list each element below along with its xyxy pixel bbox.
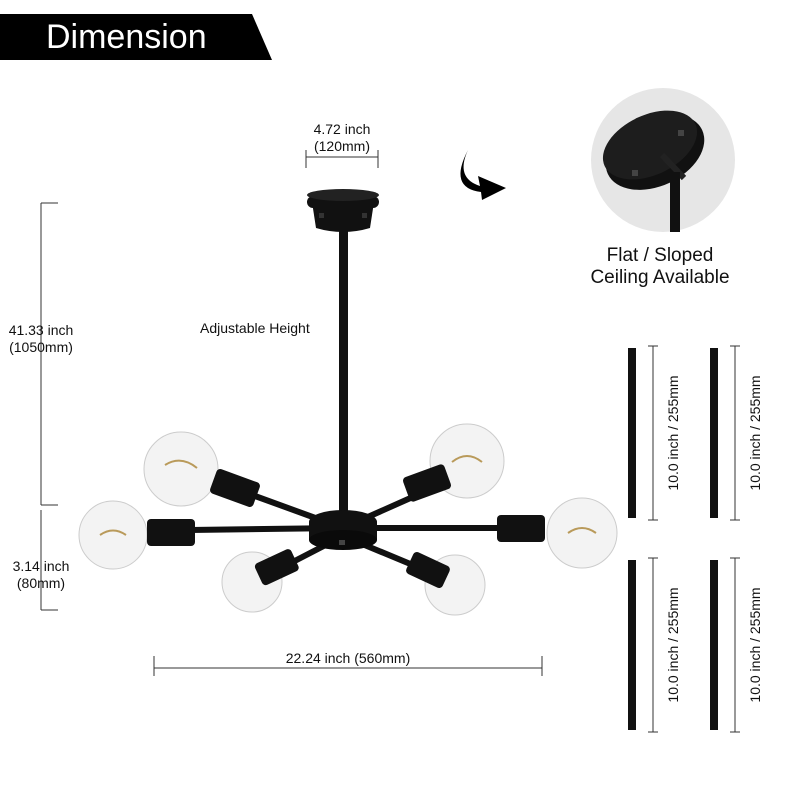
rod-label: 10.0 inch / 255mm: [747, 587, 763, 703]
rod: [628, 348, 636, 518]
rod: [628, 560, 636, 730]
ceiling-caption-line2: Ceiling Available: [590, 267, 730, 288]
total-height-inch: 41.33 inch: [8, 322, 74, 338]
canopy-width-inch: 4.72 inch: [313, 121, 371, 137]
header-badge: [0, 14, 272, 60]
socket: [147, 519, 195, 546]
drop-mm: (80mm): [16, 575, 66, 591]
rod-dimension-lines: [648, 345, 740, 733]
bulb: [546, 497, 618, 569]
rod-label: 10.0 inch / 255mm: [665, 375, 681, 491]
bulb: [143, 431, 219, 507]
socket: [254, 549, 299, 586]
canopy-width-mm: (120mm): [313, 138, 370, 154]
curved-arrow-icon: [460, 150, 506, 200]
chandelier-fixture: [78, 189, 618, 616]
drop-inch: 3.14 inch: [12, 558, 70, 574]
socket: [406, 551, 450, 589]
extension-rods: [628, 348, 718, 730]
width-dimension-line: [153, 656, 543, 676]
rod: [710, 560, 718, 730]
header-title: Dimension: [46, 18, 207, 56]
drop-label: 3.14 inch (80mm): [0, 558, 82, 592]
ceiling-detail-inset: [591, 88, 735, 232]
ceiling-caption: Flat / Sloped Ceiling Available: [560, 245, 760, 289]
canopy-width-bracket: [305, 150, 379, 168]
bulb: [78, 500, 148, 570]
rod-label: 10.0 inch / 255mm: [747, 375, 763, 491]
height-dimension-line: [40, 202, 58, 506]
width-label: 22.24 inch (560mm): [285, 650, 411, 666]
total-height-mm: (1050mm): [9, 339, 73, 355]
adjustable-height-label: Adjustable Height: [200, 320, 310, 336]
ceiling-caption-line1: Flat / Sloped: [606, 245, 714, 266]
downrod: [339, 228, 348, 520]
socket: [210, 469, 260, 507]
socket: [497, 515, 545, 542]
rod: [710, 348, 718, 518]
drop-dimension-line: [40, 510, 58, 611]
socket: [403, 464, 451, 502]
rod-label: 10.0 inch / 255mm: [665, 587, 681, 703]
total-height-label: 41.33 inch (1050mm): [0, 322, 82, 356]
canopy-width-label: 4.72 inch (120mm): [296, 121, 388, 155]
